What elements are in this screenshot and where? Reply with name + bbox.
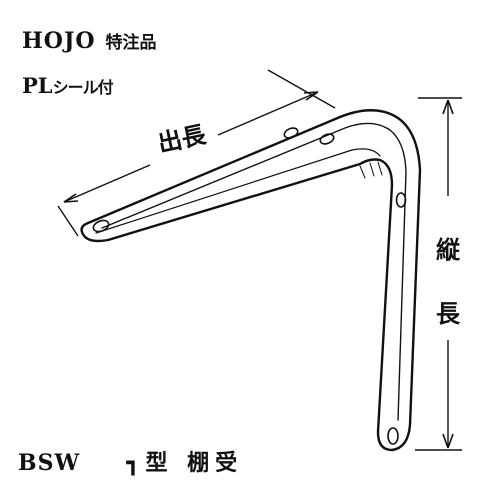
vertical-dimension-label-1: 縦 (436, 235, 461, 264)
screw-hole-corner (319, 133, 335, 145)
bracket-shadow-hatch (359, 161, 383, 179)
bracket-outline (80, 109, 422, 452)
screw-hole-mid-vertical (395, 192, 407, 208)
arrow-down-icon (442, 433, 454, 449)
product-name: ┓型 棚受 (126, 450, 244, 476)
arrow-left-icon (63, 193, 79, 203)
vertical-dimension (415, 97, 462, 451)
seal-attached-label: シール付 (52, 78, 114, 97)
bracket-flange-edge (95, 148, 381, 234)
bracket-drawing (80, 109, 422, 452)
pl-seal-note: PLシール付 (22, 73, 114, 98)
screw-hole-mid-horizontal (283, 127, 299, 139)
special-order-label: 特注品 (105, 33, 157, 53)
horizontal-dimension (57, 69, 336, 237)
arrow-up-icon (442, 99, 454, 115)
screw-hole-tip-horizontal (92, 219, 110, 233)
pl-label: PL (22, 73, 53, 98)
product-caption: BSW ┓型 棚受 (18, 452, 243, 474)
screw-hole-tip-vertical (387, 427, 399, 445)
extension-line-right (267, 69, 336, 109)
product-code: BSW (18, 450, 81, 476)
bracket-flange-inner (101, 122, 407, 421)
vertical-dimension-label-2: 長 (436, 299, 461, 328)
dimension-line-right (217, 91, 319, 136)
horizontal-dimension-label: 出長 (155, 119, 209, 158)
dimension-line-left (63, 164, 151, 203)
brand-name: HOJO (22, 28, 96, 54)
arrow-right-icon (303, 91, 319, 101)
brand-title: HOJO 特注品 (22, 30, 157, 52)
extension-line-left (57, 205, 79, 237)
